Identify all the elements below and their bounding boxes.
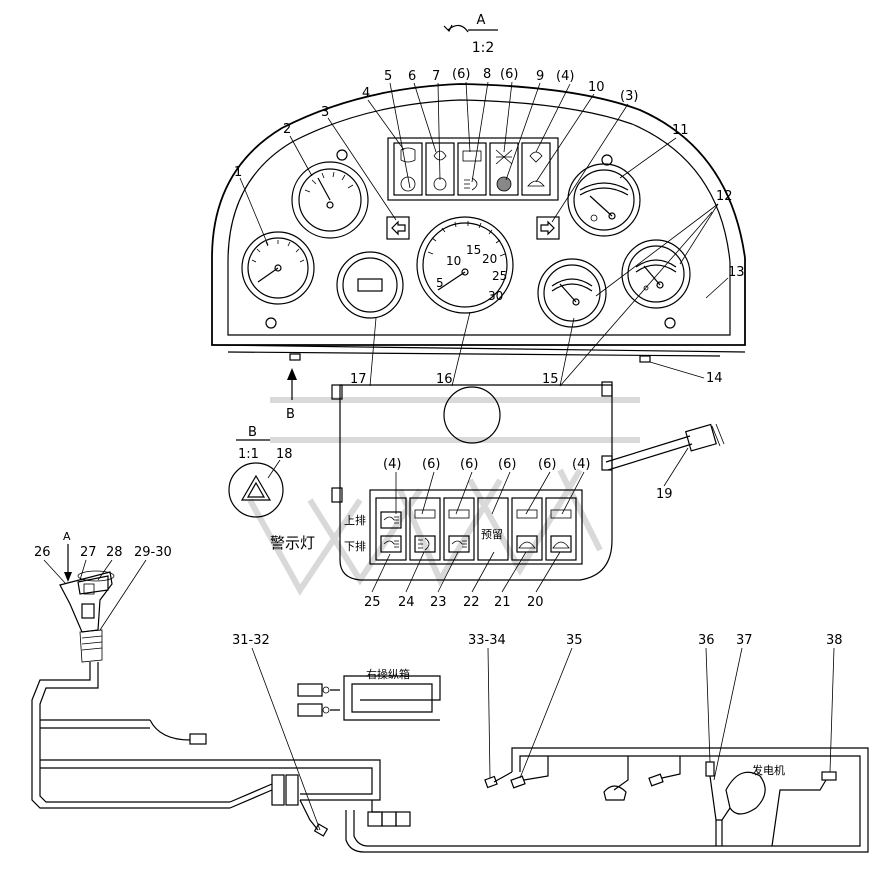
warning-light-label: 警示灯 bbox=[270, 534, 315, 552]
gauge-11 bbox=[567, 163, 641, 237]
warning-light: 18 警示灯 bbox=[228, 447, 315, 552]
svg-text:38: 38 bbox=[826, 633, 843, 648]
gauge-12 bbox=[621, 239, 691, 309]
svg-text:5: 5 bbox=[384, 69, 392, 84]
svg-text:23: 23 bbox=[430, 595, 447, 610]
fan-icon bbox=[495, 149, 513, 165]
oil-pressure-icon bbox=[433, 150, 447, 161]
right-harness-components: 发电机 bbox=[484, 756, 837, 847]
battery-icon bbox=[462, 150, 482, 162]
tach-scale-30: 30 bbox=[488, 289, 503, 303]
svg-text:(6): (6) bbox=[422, 457, 440, 472]
svg-text:(6): (6) bbox=[500, 67, 518, 82]
svg-text:27: 27 bbox=[80, 545, 97, 560]
reserved-switch-label: 预留 bbox=[481, 528, 503, 541]
steering-column-assembly: 26 A 27 28 29-30 bbox=[34, 530, 172, 663]
tach-scale-25: 25 bbox=[492, 269, 507, 283]
lower-console bbox=[331, 381, 613, 581]
gauge-2 bbox=[291, 161, 369, 239]
svg-text:6: 6 bbox=[408, 69, 416, 84]
svg-text:1: 1 bbox=[234, 165, 242, 180]
svg-text:33-34: 33-34 bbox=[468, 633, 506, 648]
svg-text:17: 17 bbox=[350, 372, 367, 387]
svg-text:7: 7 bbox=[432, 69, 440, 84]
svg-text:29-30: 29-30 bbox=[134, 545, 172, 560]
svg-text:28: 28 bbox=[106, 545, 123, 560]
svg-text:(4): (4) bbox=[383, 457, 401, 472]
tach-scale-20: 20 bbox=[482, 252, 497, 266]
lower-row-label: 下排 bbox=[344, 539, 366, 553]
svg-text:(4): (4) bbox=[556, 69, 574, 84]
headlight-icon bbox=[464, 177, 478, 191]
hour-meter bbox=[336, 251, 404, 319]
svg-text:9: 9 bbox=[536, 69, 544, 84]
svg-text:36: 36 bbox=[698, 633, 715, 648]
svg-text:24: 24 bbox=[398, 595, 415, 610]
right-control-box-label: 右操纵箱 bbox=[366, 667, 410, 681]
svg-text:19: 19 bbox=[656, 487, 673, 502]
indicator-lamp-cluster bbox=[387, 137, 559, 201]
tach-scale-10: 10 bbox=[446, 254, 461, 268]
rocker-switch-bank: 预留 上排 下排 bbox=[344, 489, 583, 565]
svg-text:22: 22 bbox=[463, 595, 480, 610]
gauge-15 bbox=[537, 258, 607, 328]
svg-text:A: A bbox=[63, 530, 71, 543]
svg-text:3: 3 bbox=[321, 105, 329, 120]
svg-text:18: 18 bbox=[276, 447, 293, 462]
right-turn-indicator bbox=[536, 216, 560, 240]
view-a-letter: A bbox=[477, 13, 486, 28]
svg-text:21: 21 bbox=[494, 595, 511, 610]
view-b-arrow: B bbox=[286, 368, 297, 422]
svg-text:37: 37 bbox=[736, 633, 753, 648]
svg-text:16: 16 bbox=[436, 372, 453, 387]
svg-text:31-32: 31-32 bbox=[232, 633, 270, 648]
lower-callouts: 31-32 33-34 35 36 37 38 bbox=[232, 633, 843, 831]
tach-scale-15: 15 bbox=[466, 243, 481, 257]
view-b-label: B 1:1 bbox=[236, 425, 270, 462]
indicator-lamp-filled bbox=[496, 176, 512, 192]
stalk-switch: 19 bbox=[605, 423, 725, 502]
svg-text:15: 15 bbox=[542, 372, 559, 387]
mount-hole bbox=[336, 149, 348, 161]
svg-text:4: 4 bbox=[362, 86, 370, 101]
wiring-harness: 右操纵箱 bbox=[31, 662, 869, 853]
svg-text:26: 26 bbox=[34, 545, 51, 560]
left-turn-indicator bbox=[386, 216, 410, 240]
svg-text:20: 20 bbox=[527, 595, 544, 610]
view-a-label: A 1:2 bbox=[443, 13, 498, 56]
svg-text:12: 12 bbox=[716, 189, 733, 204]
svg-text:(6): (6) bbox=[498, 457, 516, 472]
seat-belt-icon bbox=[400, 147, 416, 163]
upper-panel-callouts: 1 2 3 4 5 6 7 (6) 8 (6) 9 (4) 10 (3) 11 … bbox=[234, 67, 745, 387]
svg-text:10: 10 bbox=[588, 80, 605, 95]
svg-text:(6): (6) bbox=[452, 67, 470, 82]
svg-text:(3): (3) bbox=[620, 89, 638, 104]
svg-text:(6): (6) bbox=[538, 457, 556, 472]
svg-text:8: 8 bbox=[483, 67, 491, 82]
svg-text:B: B bbox=[286, 407, 295, 422]
svg-text:13: 13 bbox=[728, 265, 745, 280]
fuel-icon bbox=[529, 151, 543, 163]
view-a-scale: 1:2 bbox=[472, 40, 495, 56]
svg-text:14: 14 bbox=[706, 371, 723, 386]
svg-text:1:1: 1:1 bbox=[238, 447, 259, 462]
svg-text:25: 25 bbox=[364, 595, 381, 610]
svg-text:35: 35 bbox=[566, 633, 583, 648]
generator-label: 发电机 bbox=[752, 763, 785, 777]
tachometer: 5 10 15 20 25 30 bbox=[416, 216, 514, 314]
upper-row-label: 上排 bbox=[344, 513, 366, 527]
switch-callouts: (4) (6) (6) (6) (6) (4) 25 24 23 22 21 2… bbox=[364, 457, 590, 610]
svg-text:(4): (4) bbox=[572, 457, 590, 472]
dashboard-housing bbox=[211, 83, 746, 363]
svg-text:(6): (6) bbox=[460, 457, 478, 472]
tach-scale-5: 5 bbox=[436, 276, 444, 290]
gauge-1 bbox=[241, 231, 315, 305]
svg-text:B: B bbox=[248, 425, 257, 440]
mount-hole bbox=[601, 154, 613, 166]
mount-hole bbox=[265, 317, 277, 329]
svg-text:11: 11 bbox=[672, 123, 689, 138]
svg-text:2: 2 bbox=[283, 122, 291, 137]
mount-hole bbox=[664, 317, 676, 329]
